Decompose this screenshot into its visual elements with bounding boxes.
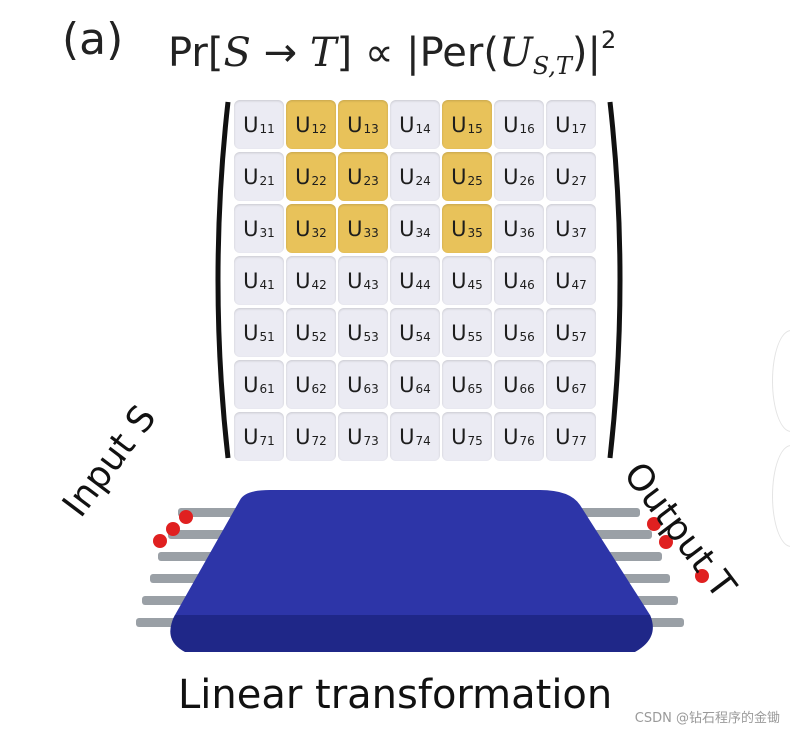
- side-decoration-arc: [772, 445, 790, 547]
- formula-t: T: [309, 30, 337, 76]
- watermark: CSDN @钻石程序的金锄: [634, 711, 780, 726]
- device-top: [171, 490, 653, 640]
- formula-prefix: Pr[: [168, 30, 224, 76]
- left-matrix-bracket: [215, 101, 231, 459]
- formula-mid: ] ∝ |Per(: [336, 30, 499, 76]
- device-face: [170, 615, 653, 652]
- formula-arrow: →: [250, 30, 310, 76]
- panel-label: (a): [62, 14, 124, 65]
- input-photons: [153, 510, 193, 548]
- side-decoration-arc: [772, 330, 790, 432]
- caption: Linear transformation: [178, 672, 613, 718]
- formula-u: U: [498, 30, 533, 76]
- right-matrix-bracket: [607, 101, 623, 459]
- formula-suffix: )|: [571, 30, 602, 76]
- formula-s: S: [223, 30, 251, 76]
- linear-transformation-device: [136, 490, 684, 652]
- formula-u-sub: S,T: [532, 52, 572, 80]
- formula-power: 2: [601, 26, 617, 54]
- formula: Pr[S → T] ∝ |Per(US,T)|2: [168, 28, 616, 78]
- output-photons: [647, 517, 709, 583]
